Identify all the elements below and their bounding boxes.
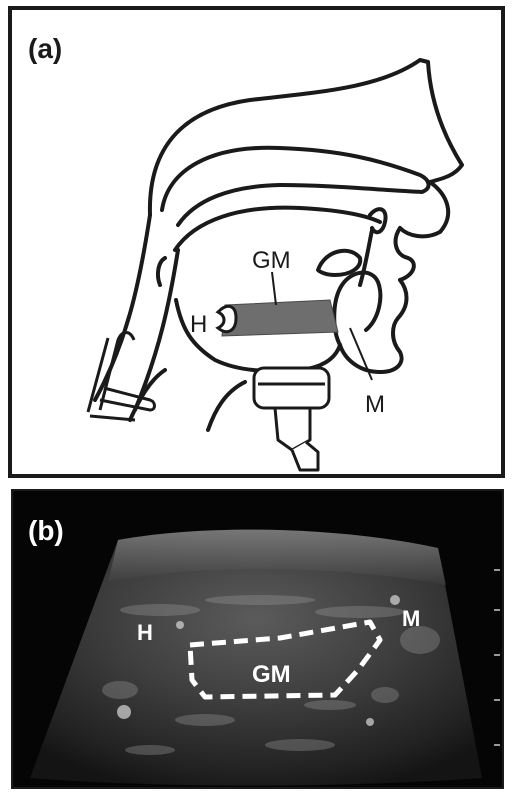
- hyoid-label-a: H: [190, 311, 207, 338]
- panel-b: (b) H M GM: [12, 490, 503, 788]
- hyoid-label-b: H: [137, 620, 153, 645]
- mandible-label-a: M: [365, 391, 385, 418]
- panel-a-label: (a): [28, 33, 62, 64]
- panel-a: (a): [10, 8, 503, 476]
- gm-label-a: GM: [252, 247, 291, 274]
- mandible-label-b: M: [402, 606, 420, 631]
- gm-muscle-band: [222, 300, 338, 336]
- gm-label-b: GM: [252, 661, 291, 688]
- probe-head: [254, 368, 329, 408]
- panel-b-label: (b): [28, 515, 64, 546]
